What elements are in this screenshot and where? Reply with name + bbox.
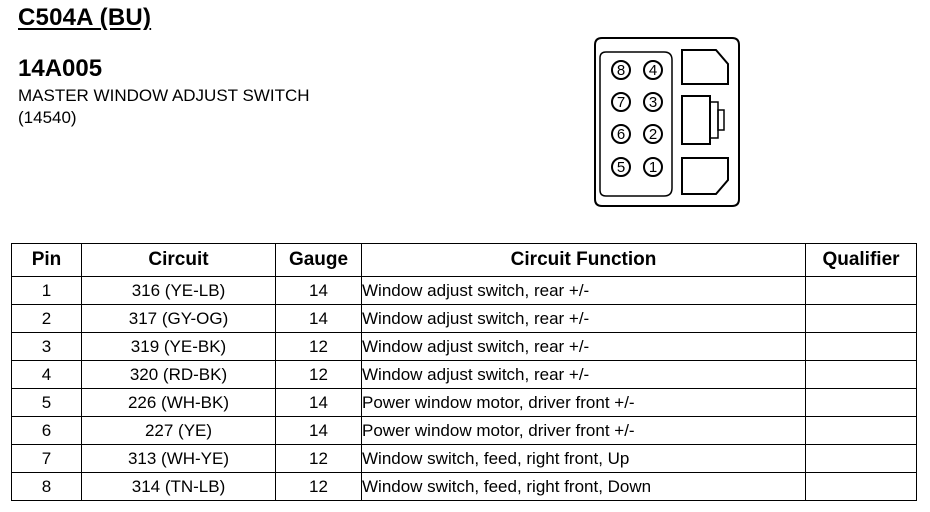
function-cell: Window switch, feed, right front, Up <box>361 444 806 473</box>
circuit-cell: 316 (YE-LB) <box>81 276 276 305</box>
gauge-cell: 14 <box>275 388 362 417</box>
pin-cell: 2 <box>11 304 82 333</box>
table-header-row: Pin Circuit Gauge Circuit Function Quali… <box>11 243 917 277</box>
pin-label: 7 <box>617 94 625 111</box>
connector-id: C504A (BU) <box>18 4 152 31</box>
pin-cell: 3 <box>11 332 82 361</box>
pin-3-circle <box>643 92 663 112</box>
column-header-pin: Pin <box>11 243 82 277</box>
circuit-cell: 227 (YE) <box>81 416 276 445</box>
table-row: 4 320 (RD-BK) 12 Window adjust switch, r… <box>11 360 917 389</box>
circuit-cell: 320 (RD-BK) <box>81 360 276 389</box>
pinout-table: Pin Circuit Gauge Circuit Function Quali… <box>11 243 917 501</box>
circuit-cell: 226 (WH-BK) <box>81 388 276 417</box>
function-cell: Window adjust switch, rear +/- <box>361 304 806 333</box>
pin-label: 1 <box>649 159 657 176</box>
function-cell: Window switch, feed, right front, Down <box>361 472 806 501</box>
gauge-cell: 12 <box>275 332 362 361</box>
table-row: 3 319 (YE-BK) 12 Window adjust switch, r… <box>11 332 917 361</box>
function-cell: Window adjust switch, rear +/- <box>361 276 806 305</box>
pin-8-circle <box>611 60 631 80</box>
table-row: 7 313 (WH-YE) 12 Window switch, feed, ri… <box>11 444 917 473</box>
gauge-cell: 12 <box>275 444 362 473</box>
table-row: 8 314 (TN-LB) 12 Window switch, feed, ri… <box>11 472 917 501</box>
circuit-cell: 317 (GY-OG) <box>81 304 276 333</box>
pin-label: 8 <box>617 62 625 79</box>
table-row: 5 226 (WH-BK) 14 Power window motor, dri… <box>11 388 917 417</box>
pin-cell: 6 <box>11 416 82 445</box>
function-cell: Power window motor, driver front +/- <box>361 416 806 445</box>
pin-2-circle <box>643 124 663 144</box>
component-code: (14540) <box>18 108 77 127</box>
qualifier-cell <box>805 332 917 361</box>
column-header-qualifier: Qualifier <box>805 243 917 277</box>
qualifier-cell <box>805 444 917 473</box>
pin-cell: 1 <box>11 276 82 305</box>
gauge-cell: 14 <box>275 304 362 333</box>
table-row: 6 227 (YE) 14 Power window motor, driver… <box>11 416 917 445</box>
column-header-gauge: Gauge <box>275 243 362 277</box>
qualifier-cell <box>805 360 917 389</box>
component-name: MASTER WINDOW ADJUST SWITCH <box>18 86 310 105</box>
pin-6-circle <box>611 124 631 144</box>
pin-cell: 7 <box>11 444 82 473</box>
qualifier-cell <box>805 472 917 501</box>
column-header-circuit: Circuit <box>81 243 276 277</box>
table-row: 2 317 (GY-OG) 14 Window adjust switch, r… <box>11 304 917 333</box>
pin-label: 2 <box>649 126 657 143</box>
part-number: 14A005 <box>18 55 103 82</box>
qualifier-cell <box>805 276 917 305</box>
pin-label: 3 <box>649 94 657 111</box>
pin-cell: 4 <box>11 360 82 389</box>
pin-label: 6 <box>617 126 625 143</box>
column-header-function: Circuit Function <box>361 243 806 277</box>
table-row: 1 316 (YE-LB) 14 Window adjust switch, r… <box>11 276 917 305</box>
gauge-cell: 12 <box>275 360 362 389</box>
circuit-cell: 314 (TN-LB) <box>81 472 276 501</box>
circuit-cell: 319 (YE-BK) <box>81 332 276 361</box>
pin-1-circle <box>643 157 663 177</box>
pin-label: 5 <box>617 159 625 176</box>
gauge-cell: 14 <box>275 276 362 305</box>
pin-5-circle <box>611 157 631 177</box>
pin-4-circle <box>643 60 663 80</box>
circuit-cell: 313 (WH-YE) <box>81 444 276 473</box>
gauge-cell: 12 <box>275 472 362 501</box>
pin-cell: 8 <box>11 472 82 501</box>
qualifier-cell <box>805 388 917 417</box>
qualifier-cell <box>805 416 917 445</box>
pin-label: 4 <box>649 62 657 79</box>
connector-face-diagram: 8 4 7 3 6 2 5 1 <box>594 37 740 207</box>
function-cell: Power window motor, driver front +/- <box>361 388 806 417</box>
function-cell: Window adjust switch, rear +/- <box>361 332 806 361</box>
function-cell: Window adjust switch, rear +/- <box>361 360 806 389</box>
qualifier-cell <box>805 304 917 333</box>
pin-cell: 5 <box>11 388 82 417</box>
pin-7-circle <box>611 92 631 112</box>
gauge-cell: 14 <box>275 416 362 445</box>
